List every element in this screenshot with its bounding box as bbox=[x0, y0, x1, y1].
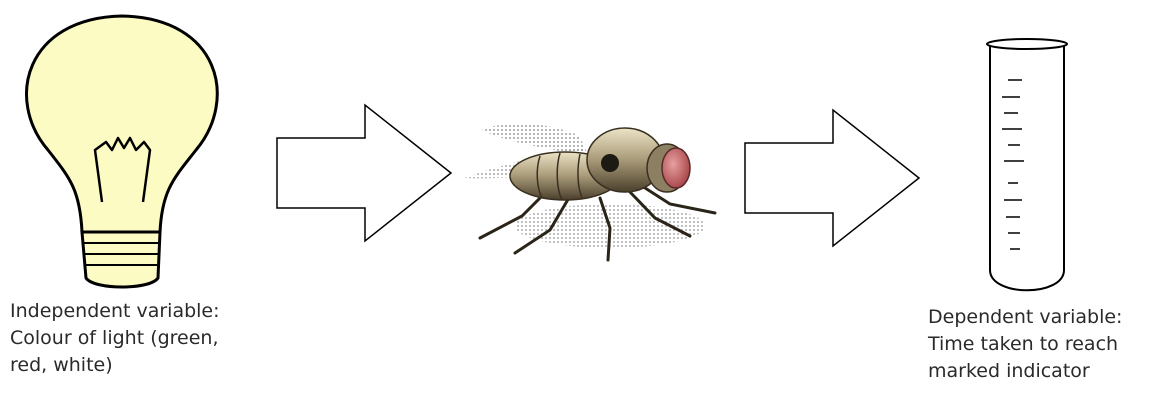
tube-graduations bbox=[1002, 80, 1024, 249]
fly-icon bbox=[460, 108, 725, 268]
caption-line: marked indicator bbox=[928, 358, 1122, 385]
right-arrow-icon bbox=[275, 103, 455, 243]
light-bulb-icon bbox=[10, 10, 240, 295]
bulb-base bbox=[82, 232, 160, 287]
bulb-glass bbox=[27, 16, 218, 232]
fly-eye bbox=[662, 148, 690, 188]
independent-variable-caption: Independent variable: Colour of light (g… bbox=[10, 298, 220, 379]
dependent-variable-caption: Dependent variable: Time taken to reach … bbox=[928, 304, 1122, 385]
caption-line: Independent variable: bbox=[10, 298, 220, 325]
caption-line: Colour of light (green, bbox=[10, 325, 220, 352]
caption-line: red, white) bbox=[10, 352, 220, 379]
caption-line: Time taken to reach bbox=[928, 331, 1122, 358]
test-tube-icon bbox=[980, 35, 1075, 305]
caption-line: Dependent variable: bbox=[928, 304, 1122, 331]
right-arrow-icon bbox=[743, 108, 923, 248]
